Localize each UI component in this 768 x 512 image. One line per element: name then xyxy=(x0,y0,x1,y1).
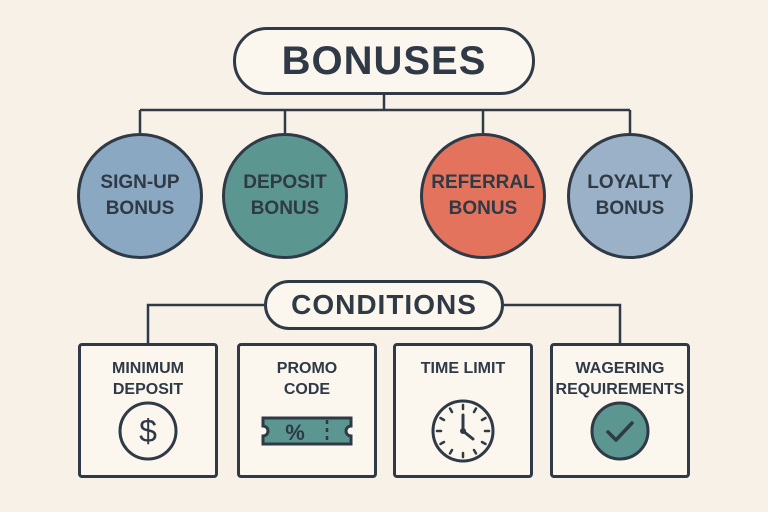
checkmark-circle-icon xyxy=(553,399,687,463)
card-label: WAGERING REQUIREMENTS xyxy=(555,360,685,398)
time-limit-card: TIME LIMIT xyxy=(393,343,533,478)
conditions-title: CONDITIONS xyxy=(264,280,504,330)
loyalty-bonus-node: LOYALTY BONUS xyxy=(567,133,693,259)
minimum-deposit-card: MINIMUM DEPOSIT $ xyxy=(78,343,218,478)
card-label: TIME LIMIT xyxy=(420,360,506,377)
diagram-title: BONUSES xyxy=(233,27,535,95)
dollar-coin-icon: $ xyxy=(81,399,215,463)
card-label: MINIMUM DEPOSIT xyxy=(112,360,184,398)
deposit-bonus-node: DEPOSIT BONUS xyxy=(222,133,348,259)
card-label: PROMO CODE xyxy=(276,360,338,398)
sign-up-bonus-node: SIGN-UP BONUS xyxy=(77,133,203,259)
percent-ticket-icon: % xyxy=(240,399,374,463)
percent-text: % xyxy=(285,420,305,445)
referral-bonus-node: REFERRAL BONUS xyxy=(420,133,546,259)
promo-code-card: PROMO CODE % xyxy=(237,343,377,478)
svg-text:$: $ xyxy=(139,413,157,449)
clock-icon xyxy=(396,399,530,463)
wagering-requirements-card: WAGERING REQUIREMENTS xyxy=(550,343,690,478)
